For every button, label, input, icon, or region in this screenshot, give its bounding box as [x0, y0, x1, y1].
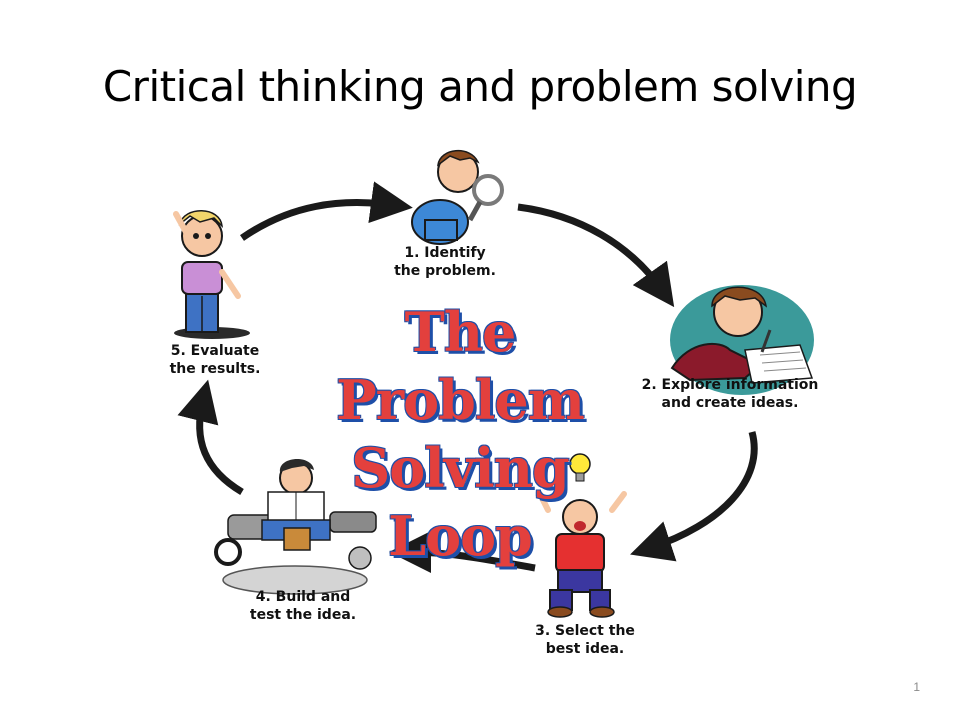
- step-3-label: 3. Select the best idea.: [535, 623, 635, 657]
- step-2-label: 2. Explore information and create ideas.: [641, 377, 819, 411]
- magnifier-character-icon: [411, 149, 504, 245]
- thinking-character-icon: [173, 210, 250, 339]
- arrow-2-to-3: [630, 431, 758, 562]
- arrow-4-to-5: [177, 379, 244, 496]
- arrow-3-to-4: [389, 531, 536, 574]
- lightbulb-character-icon: [537, 453, 627, 618]
- arrow-1-to-2: [517, 203, 675, 308]
- builder-character-icon: [214, 458, 377, 595]
- writing-character-icon: [670, 285, 814, 395]
- step-4-label: 4. Build and test the idea.: [249, 589, 357, 623]
- arrow-5-to-1: [240, 181, 413, 241]
- slide-number: 1: [913, 680, 920, 694]
- loop-title: The Problem Solving Loop: [280, 298, 640, 570]
- step-1-label: 1. Identify the problem.: [394, 245, 496, 279]
- loop-title-line1: The Problem: [336, 300, 585, 432]
- step-5-label: 5. Evaluate the results.: [169, 343, 261, 377]
- loop-title-line2: Solving Loop: [351, 436, 569, 568]
- slide-title: Critical thinking and problem solving: [102, 62, 858, 111]
